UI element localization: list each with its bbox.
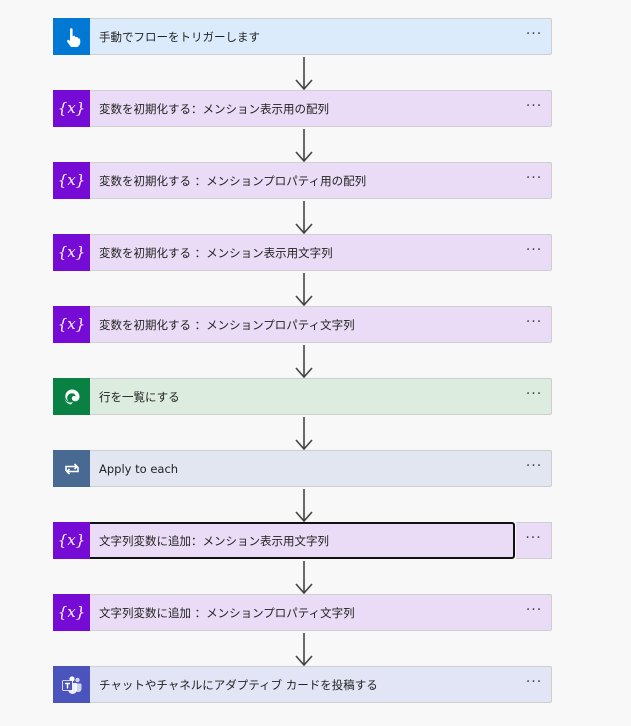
more-options-button[interactable]: ··· — [525, 601, 543, 618]
more-options-button[interactable]: ··· — [525, 241, 543, 258]
connector-arrow — [295, 417, 313, 451]
variable-icon: {x} — [53, 162, 90, 199]
connector-arrow — [295, 57, 313, 91]
connector-arrow — [295, 129, 313, 163]
step-label: 行を一覧にする — [99, 389, 180, 404]
step-label: 文字列変数に追加：メンション表示用文字列 — [99, 533, 329, 548]
step-append-property-string[interactable]: {x} 文字列変数に追加 ：メンションプロパティ文字列 ··· — [53, 594, 552, 631]
connector-arrow — [295, 345, 313, 379]
step-label: 手動でフローをトリガーします — [99, 29, 260, 44]
step-label: 変数を初期化する ：メンションプロパティ文字列 — [99, 317, 355, 332]
more-options-button[interactable]: ··· — [516, 522, 552, 559]
connector-arrow — [295, 201, 313, 235]
connector-arrow — [295, 273, 313, 307]
variable-icon: {x} — [53, 306, 90, 343]
more-options-button[interactable]: ··· — [525, 313, 543, 330]
step-label: 変数を初期化する ：メンション表示用文字列 — [99, 245, 333, 260]
teams-icon — [53, 666, 90, 703]
more-options-button[interactable]: ··· — [525, 97, 543, 114]
step-post-adaptive-card[interactable]: チャットやチャネルにアダプティブ カードを投稿する ··· — [53, 666, 552, 703]
connector-arrow — [295, 561, 313, 595]
connector-arrow — [295, 489, 313, 523]
step-label: 変数を初期化する ：メンションプロパティ用の配列 — [99, 173, 367, 188]
step-apply-to-each[interactable]: Apply to each ··· — [53, 450, 552, 487]
variable-icon: {x} — [53, 234, 90, 271]
more-options-button[interactable]: ··· — [525, 457, 543, 474]
more-options-button[interactable]: ··· — [525, 673, 543, 690]
step-label: 変数を初期化する：メンション表示用の配列 — [99, 101, 329, 116]
more-options-button[interactable]: ··· — [525, 385, 543, 402]
step-list-rows[interactable]: 行を一覧にする ··· — [53, 378, 552, 415]
step-label: Apply to each — [99, 461, 179, 476]
variable-icon: {x} — [53, 90, 90, 127]
step-append-display-string[interactable]: {x} 文字列変数に追加：メンション表示用文字列 — [53, 522, 515, 559]
more-options-button[interactable]: ··· — [525, 25, 543, 42]
loop-icon — [53, 450, 90, 487]
variable-icon: {x} — [53, 594, 90, 631]
step-init-variable-property-string[interactable]: {x} 変数を初期化する ：メンションプロパティ文字列 ··· — [53, 306, 552, 343]
step-label: 文字列変数に追加 ：メンションプロパティ文字列 — [99, 605, 355, 620]
more-options-button[interactable]: ··· — [525, 169, 543, 186]
step-init-variable-display-array[interactable]: {x} 変数を初期化する：メンション表示用の配列 ··· — [53, 90, 552, 127]
step-manual-trigger[interactable]: 手動でフローをトリガーします ··· — [53, 18, 552, 55]
step-init-variable-property-array[interactable]: {x} 変数を初期化する ：メンションプロパティ用の配列 ··· — [53, 162, 552, 199]
step-init-variable-display-string[interactable]: {x} 変数を初期化する ：メンション表示用文字列 ··· — [53, 234, 552, 271]
touch-icon — [53, 18, 90, 55]
variable-icon: {x} — [53, 522, 90, 559]
connector-arrow — [295, 633, 313, 667]
dataverse-icon — [53, 378, 90, 415]
step-label: チャットやチャネルにアダプティブ カードを投稿する — [99, 677, 378, 692]
